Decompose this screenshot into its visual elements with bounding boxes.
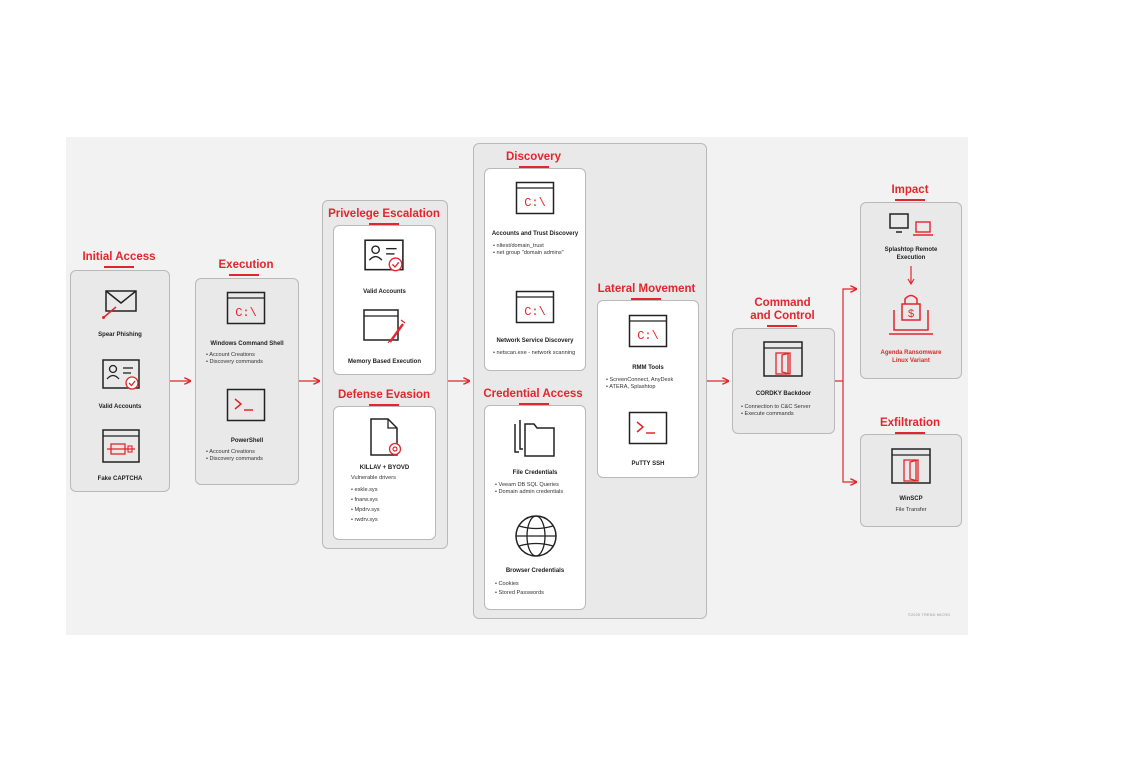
item-label: KILLAV + BYOVD [359, 465, 410, 471]
svg-text:C:\: C:\ [524, 305, 546, 319]
item-label: Network Service Discovery [496, 338, 574, 344]
stage-execution: C:\ Windows Command Shell Account Creati… [195, 278, 299, 485]
stage-title-command-and-control: Command and Control [750, 297, 815, 322]
flow-arrow-down-icon [907, 266, 915, 286]
stage-title-execution: Execution [218, 259, 274, 271]
stage-title-lateral-movement: Lateral Movement [597, 283, 696, 295]
stage-title-privilege-escalation: Privelege Escalation [328, 208, 440, 220]
item-bullets: Account Creations Discovery commands [206, 352, 263, 366]
item-subtitle: Vulnerable drivers [351, 475, 396, 481]
title-underline [369, 223, 399, 225]
item-label: WinSCP [899, 496, 923, 502]
stage-title-exfiltration: Exfiltration [879, 417, 941, 429]
envelope-icon [102, 290, 137, 319]
title-underline [895, 199, 925, 201]
title-underline [519, 403, 549, 405]
item-label: Memory Based Execution [347, 359, 422, 365]
globe-icon [515, 515, 557, 557]
title-underline [519, 166, 549, 168]
item-label: Fake CAPTCHA [97, 476, 143, 482]
cmd-window-icon: C:\ [515, 181, 555, 215]
door-window-icon [763, 341, 803, 377]
item-label: RMM Tools [632, 365, 664, 371]
door-window-icon [891, 448, 931, 484]
item-label: CORDKY Backdoor [755, 391, 812, 397]
card-defense-evasion: KILLAV + BYOVD Vulnerable drivers eskle.… [333, 406, 436, 540]
card-credential-access: File Credentials Veeam DB SQL Queries Do… [484, 405, 586, 610]
title-underline [369, 404, 399, 406]
title-underline [767, 325, 797, 327]
powershell-icon [628, 411, 668, 445]
item-bullets: Cookies Stored Passwords [495, 580, 544, 598]
stage-command-and-control: CORDKY Backdoor Connection to C&C Server… [732, 328, 835, 434]
copyright-credit: ©2025 TREND MICRO [908, 613, 951, 617]
arrow-c2-to-branch [833, 289, 856, 382]
item-bullets: Account Creations Discovery commands [206, 449, 263, 463]
item-label: Valid Accounts [98, 404, 142, 410]
stage-title-initial-access: Initial Access [82, 251, 156, 263]
item-label: Browser Credentials [505, 568, 565, 574]
cmd-window-icon: C:\ [226, 291, 266, 325]
title-underline [895, 432, 925, 434]
stage-title-defense-evasion: Defense Evasion [337, 389, 431, 401]
item-label: Spear Phishing [98, 332, 142, 338]
stage-title-credential-access: Credential Access [483, 388, 583, 400]
svg-text:$: $ [908, 308, 914, 320]
title-underline [631, 298, 661, 300]
id-card-icon [364, 239, 404, 272]
item-label: Windows Command Shell [210, 341, 284, 347]
connector-arrows [169, 137, 968, 635]
folder-icon [514, 420, 555, 457]
item-label: File Credentials [512, 470, 558, 476]
item-label: Splashtop Remote Execution [884, 247, 938, 261]
stage-initial-access: Spear Phishing Valid Accounts Fake CAPTC… [70, 270, 170, 492]
svg-text:C:\: C:\ [524, 196, 546, 210]
card-lateral-movement: C:\ RMM Tools ScreenConnect, AnyDesk ATE… [597, 300, 699, 478]
stage-impact: Splashtop Remote Execution $ Agenda Rans… [860, 202, 962, 379]
id-card-icon [102, 359, 140, 390]
item-bullets: netscan.exe - network scanning [493, 350, 579, 357]
title-underline [104, 266, 134, 268]
item-bullets: ScreenConnect, AnyDesk ATERA, Splashtop [606, 377, 673, 391]
item-bullets: nltest/domain_trust net group "domain ad… [493, 243, 579, 257]
card-privilege-escalation: Valid Accounts Memory Based Execution [333, 225, 436, 375]
item-bullets: Veeam DB SQL Queries Domain admin creden… [495, 482, 564, 496]
title-underline [229, 274, 259, 276]
remote-devices-icon [889, 213, 933, 236]
item-label: Valid Accounts [363, 289, 406, 295]
cmd-window-icon: C:\ [628, 314, 668, 348]
stage-title-impact: Impact [891, 184, 929, 196]
svg-text:C:\: C:\ [235, 306, 257, 320]
stage-exfiltration: WinSCP File Transfer [860, 434, 962, 527]
powershell-icon [226, 388, 266, 422]
stage-title-discovery: Discovery [506, 151, 561, 163]
ransomware-laptop-icon: $ [889, 294, 933, 335]
item-label: PowerShell [230, 438, 264, 444]
item-label: Agenda Ransomware Linux Variant [880, 350, 942, 364]
cmd-window-icon: C:\ [515, 290, 555, 324]
driver-file-icon [370, 418, 402, 456]
captcha-window-icon [102, 429, 140, 463]
item-bullets: Connection to C&C Server Execute command… [741, 404, 811, 418]
attack-chain-diagram: Initial Access Spear Phishing Valid Acco… [66, 137, 968, 635]
syringe-window-icon [363, 309, 406, 344]
item-bullets: eskle.sys fnarw.sys Mpdrv.sys rwdrv.sys [351, 485, 380, 525]
item-subtitle: File Transfer [895, 507, 927, 513]
item-label: PuTTY SSH [631, 461, 665, 467]
arrow-c2-to-exfiltration [842, 381, 856, 482]
item-label: Accounts and Trust Discovery [491, 231, 579, 237]
card-discovery: C:\ Accounts and Trust Discovery nltest/… [484, 168, 586, 371]
svg-text:C:\: C:\ [637, 329, 659, 343]
